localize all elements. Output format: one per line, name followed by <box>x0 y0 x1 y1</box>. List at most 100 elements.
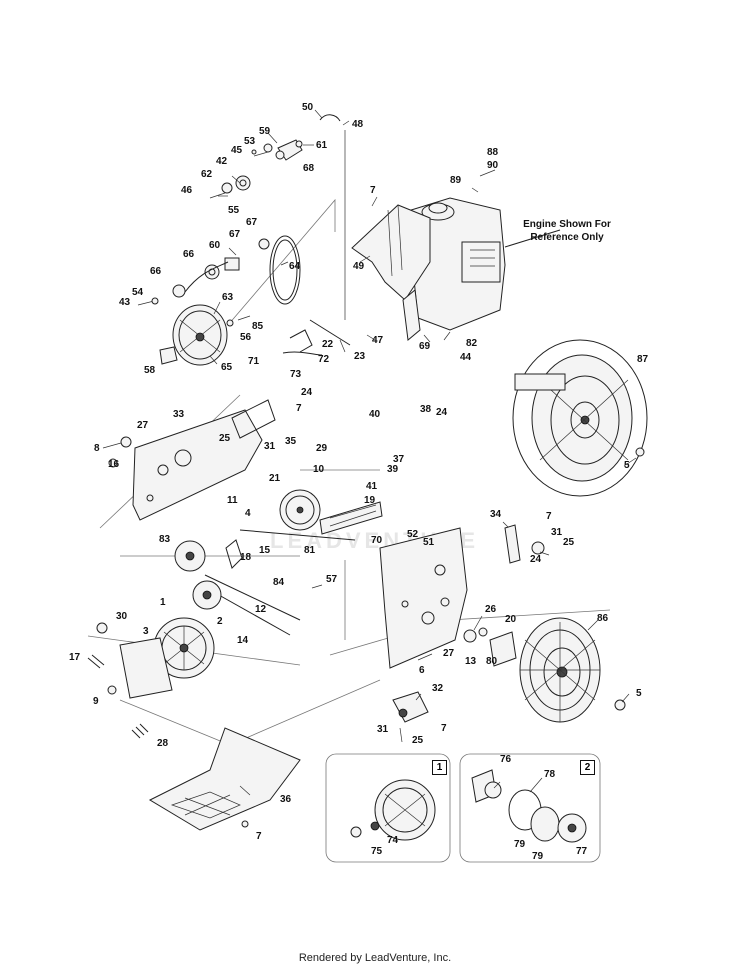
callout-37[interactable]: 37 <box>393 454 405 465</box>
callout-59[interactable]: 59 <box>259 126 271 137</box>
callout-7b[interactable]: 7 <box>296 403 302 414</box>
callout-3[interactable]: 3 <box>143 626 149 637</box>
callout-47[interactable]: 47 <box>372 335 384 346</box>
callout-80[interactable]: 80 <box>486 656 498 667</box>
callout-62[interactable]: 62 <box>201 169 213 180</box>
callout-24c[interactable]: 24 <box>530 554 542 565</box>
callout-4[interactable]: 4 <box>245 508 251 519</box>
callout-23[interactable]: 23 <box>354 351 366 362</box>
callout-79b[interactable]: 79 <box>532 851 544 862</box>
callout-66a[interactable]: 66 <box>183 249 195 260</box>
callout-90[interactable]: 90 <box>487 160 499 171</box>
callout-30[interactable]: 30 <box>116 611 128 622</box>
callout-31c[interactable]: 31 <box>377 724 389 735</box>
callout-28[interactable]: 28 <box>157 738 169 749</box>
callout-61[interactable]: 61 <box>316 140 328 151</box>
callout-7e[interactable]: 7 <box>256 831 262 842</box>
callout-58[interactable]: 58 <box>144 365 156 376</box>
callout-11[interactable]: 11 <box>227 495 238 506</box>
callout-85[interactable]: 85 <box>252 321 264 332</box>
callout-66b[interactable]: 66 <box>150 266 162 277</box>
callout-69[interactable]: 69 <box>419 341 431 352</box>
callout-83[interactable]: 83 <box>159 534 171 545</box>
callout-32[interactable]: 32 <box>432 683 444 694</box>
callout-81[interactable]: 81 <box>304 545 316 556</box>
callout-53[interactable]: 53 <box>244 136 256 147</box>
callout-12[interactable]: 12 <box>255 604 267 615</box>
callout-22[interactable]: 22 <box>322 339 334 350</box>
callout-25b[interactable]: 25 <box>563 537 575 548</box>
callout-51[interactable]: 51 <box>423 537 435 548</box>
callout-50[interactable]: 50 <box>302 102 314 113</box>
callout-24a[interactable]: 24 <box>301 387 313 398</box>
callout-46[interactable]: 46 <box>181 185 193 196</box>
callout-67b[interactable]: 67 <box>229 229 241 240</box>
callout-48[interactable]: 48 <box>352 119 364 130</box>
callout-34[interactable]: 34 <box>490 509 502 520</box>
callout-31a[interactable]: 31 <box>264 441 276 452</box>
callout-15[interactable]: 15 <box>259 545 271 556</box>
callout-68[interactable]: 68 <box>303 163 315 174</box>
callout-49[interactable]: 49 <box>353 261 365 272</box>
callout-76[interactable]: 76 <box>500 754 512 765</box>
callout-75[interactable]: 75 <box>371 846 383 857</box>
callout-21[interactable]: 21 <box>269 473 281 484</box>
callout-45[interactable]: 45 <box>231 145 243 156</box>
callout-63[interactable]: 63 <box>222 292 234 303</box>
callout-60[interactable]: 60 <box>209 240 221 251</box>
callout-33[interactable]: 33 <box>173 409 185 420</box>
callout-7d[interactable]: 7 <box>441 723 447 734</box>
callout-87[interactable]: 87 <box>637 354 649 365</box>
callout-42[interactable]: 42 <box>216 156 228 167</box>
callout-43[interactable]: 43 <box>119 297 131 308</box>
callout-27b[interactable]: 27 <box>443 648 455 659</box>
callout-25c[interactable]: 25 <box>412 735 424 746</box>
callout-82[interactable]: 82 <box>466 338 478 349</box>
callout-39[interactable]: 39 <box>387 464 399 475</box>
callout-5b[interactable]: 5 <box>636 688 642 699</box>
callout-54[interactable]: 54 <box>132 287 144 298</box>
callout-89[interactable]: 89 <box>450 175 462 186</box>
callout-57[interactable]: 57 <box>326 574 338 585</box>
callout-17[interactable]: 17 <box>69 652 81 663</box>
callout-44[interactable]: 44 <box>460 352 472 363</box>
callout-6[interactable]: 6 <box>419 665 425 676</box>
callout-65[interactable]: 65 <box>221 362 233 373</box>
callout-19[interactable]: 19 <box>364 495 376 506</box>
callout-31b[interactable]: 31 <box>551 527 563 538</box>
callout-79a[interactable]: 79 <box>514 839 526 850</box>
callout-2[interactable]: 2 <box>217 616 223 627</box>
callout-14[interactable]: 14 <box>237 635 249 646</box>
callout-67a[interactable]: 67 <box>246 217 258 228</box>
callout-88[interactable]: 88 <box>487 147 499 158</box>
callout-35[interactable]: 35 <box>285 436 297 447</box>
callout-73[interactable]: 73 <box>290 369 302 380</box>
callout-72[interactable]: 72 <box>318 354 330 365</box>
callout-70[interactable]: 70 <box>371 535 383 546</box>
callout-7a[interactable]: 7 <box>370 185 376 196</box>
callout-13[interactable]: 13 <box>465 656 477 667</box>
callout-38[interactable]: 38 <box>420 404 432 415</box>
callout-41[interactable]: 41 <box>366 481 378 492</box>
callout-40[interactable]: 40 <box>369 409 381 420</box>
callout-86[interactable]: 86 <box>597 613 609 624</box>
callout-7c[interactable]: 7 <box>546 511 552 522</box>
callout-25a[interactable]: 25 <box>219 433 231 444</box>
callout-36[interactable]: 36 <box>280 794 292 805</box>
callout-29[interactable]: 29 <box>316 443 328 454</box>
callout-10[interactable]: 10 <box>313 464 325 475</box>
callout-64[interactable]: 64 <box>289 261 301 272</box>
callout-26[interactable]: 26 <box>485 604 497 615</box>
callout-77[interactable]: 77 <box>576 846 588 857</box>
callout-24b[interactable]: 24 <box>436 407 448 418</box>
callout-5a[interactable]: 5 <box>624 460 630 471</box>
callout-1[interactable]: 1 <box>160 597 166 608</box>
callout-16[interactable]: 16 <box>108 459 120 470</box>
callout-52[interactable]: 52 <box>407 529 419 540</box>
callout-20[interactable]: 20 <box>505 614 517 625</box>
callout-55[interactable]: 55 <box>228 205 240 216</box>
callout-78[interactable]: 78 <box>544 769 556 780</box>
callout-84[interactable]: 84 <box>273 577 285 588</box>
callout-9[interactable]: 9 <box>93 696 99 707</box>
callout-56[interactable]: 56 <box>240 332 252 343</box>
